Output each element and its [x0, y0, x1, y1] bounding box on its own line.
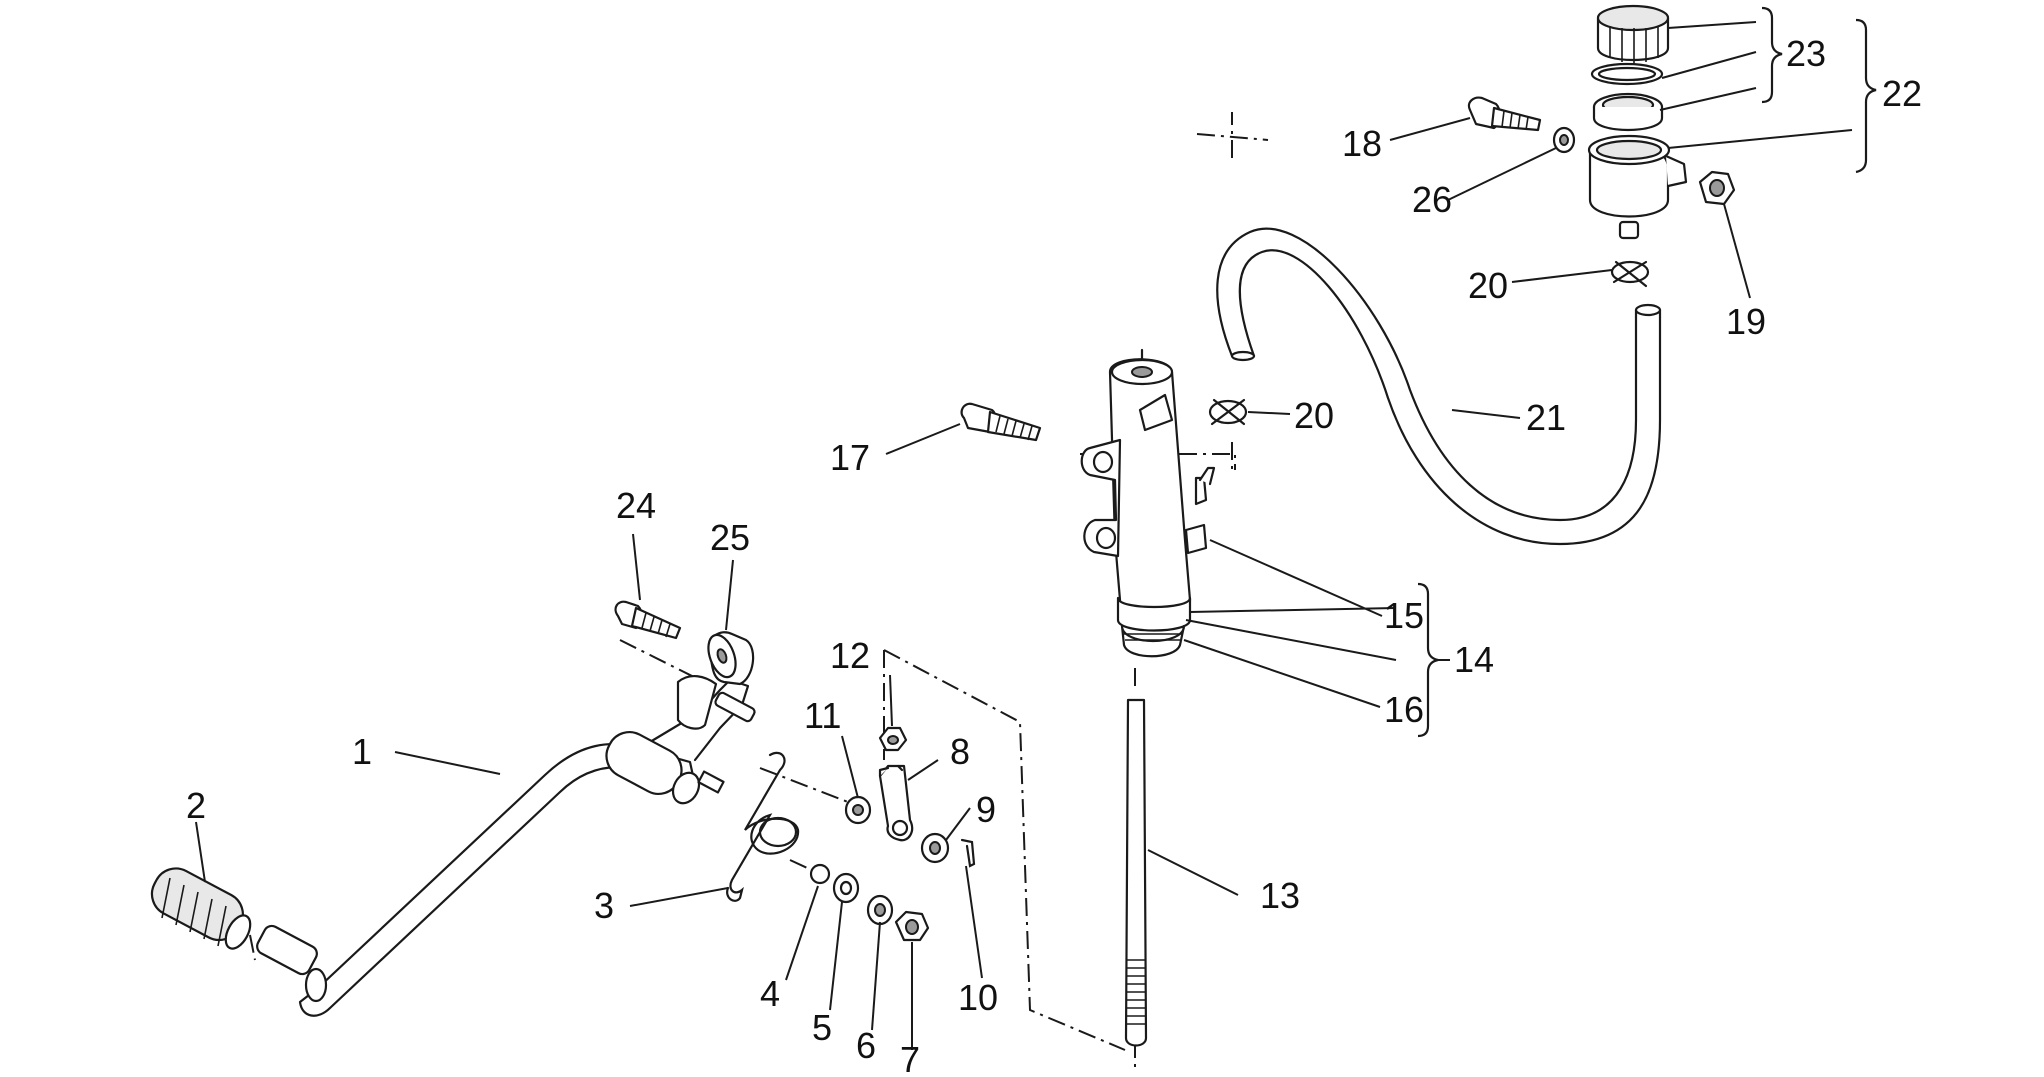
- callout-18: 18: [1342, 123, 1382, 164]
- callout-3: 3: [594, 885, 614, 926]
- leader-lines: [195, 21, 1853, 1050]
- brake-hose: [1216, 227, 1662, 546]
- callout-26: 26: [1412, 179, 1452, 220]
- push-rod: [1124, 698, 1148, 1047]
- callout-2: 2: [186, 785, 206, 826]
- callout-9: 9: [976, 789, 996, 830]
- washer-6: [866, 894, 894, 926]
- mounting-bolt-17: [960, 402, 1042, 442]
- return-spring: [726, 751, 800, 902]
- brace-14: [1417, 582, 1450, 738]
- washer-11: [844, 795, 872, 825]
- hose-clamp-upper: [1610, 260, 1650, 288]
- callout-23: 23: [1786, 33, 1826, 74]
- pedal-nut: [894, 910, 930, 942]
- callout-25: 25: [710, 517, 750, 558]
- callout-11: 11: [804, 695, 841, 736]
- reservoir-bolt: [1467, 96, 1542, 132]
- callout-4: 4: [760, 973, 780, 1014]
- washer-9: [920, 832, 950, 864]
- reservoir-nut: [1698, 170, 1736, 206]
- callout-20b: 20: [1294, 395, 1334, 436]
- callout-21: 21: [1526, 397, 1566, 438]
- fluid-reservoir: [1587, 134, 1688, 240]
- lock-nut: [878, 726, 908, 752]
- brace-22: [1855, 18, 1877, 174]
- cotter-pin: [960, 838, 976, 868]
- callout-15: 15: [1384, 595, 1424, 636]
- cap-seal: [1590, 62, 1664, 86]
- brake-pedal-lever: [256, 675, 756, 1017]
- callout-13: 13: [1260, 875, 1300, 916]
- callout-5: 5: [812, 1007, 832, 1048]
- callout-7: 7: [900, 1039, 920, 1072]
- pivot-bolt: [614, 600, 682, 640]
- washer-5: [832, 872, 860, 904]
- circlip: [809, 863, 831, 885]
- hose-clamp-lower: [1208, 398, 1248, 426]
- callout-14: 14: [1454, 639, 1494, 680]
- pedal-rubber: [150, 867, 252, 950]
- callout-6: 6: [856, 1025, 876, 1066]
- callout-22: 22: [1882, 73, 1922, 114]
- brake-master-cylinder: [1080, 348, 1216, 658]
- brace-23: [1761, 6, 1783, 104]
- callout-17: 17: [830, 437, 870, 478]
- callout-20a: 20: [1468, 265, 1508, 306]
- callout-labels: 1 2 3 4 5 6 7 8 9 10 11 12 13 14 15 16 1…: [186, 33, 1922, 1077]
- callout-8: 8: [950, 731, 970, 772]
- washer-26: [1552, 126, 1576, 154]
- callout-1: 1: [352, 731, 372, 772]
- callout-19: 19: [1726, 301, 1766, 342]
- reservoir-cap: [1596, 4, 1670, 63]
- pivot-bushing: [707, 631, 755, 686]
- clevis-link: [878, 764, 914, 842]
- diaphragm: [1592, 92, 1664, 132]
- callout-12: 12: [830, 635, 870, 676]
- callout-10: 10: [958, 977, 998, 1018]
- callout-24: 24: [616, 485, 656, 526]
- callout-16: 16: [1384, 689, 1424, 730]
